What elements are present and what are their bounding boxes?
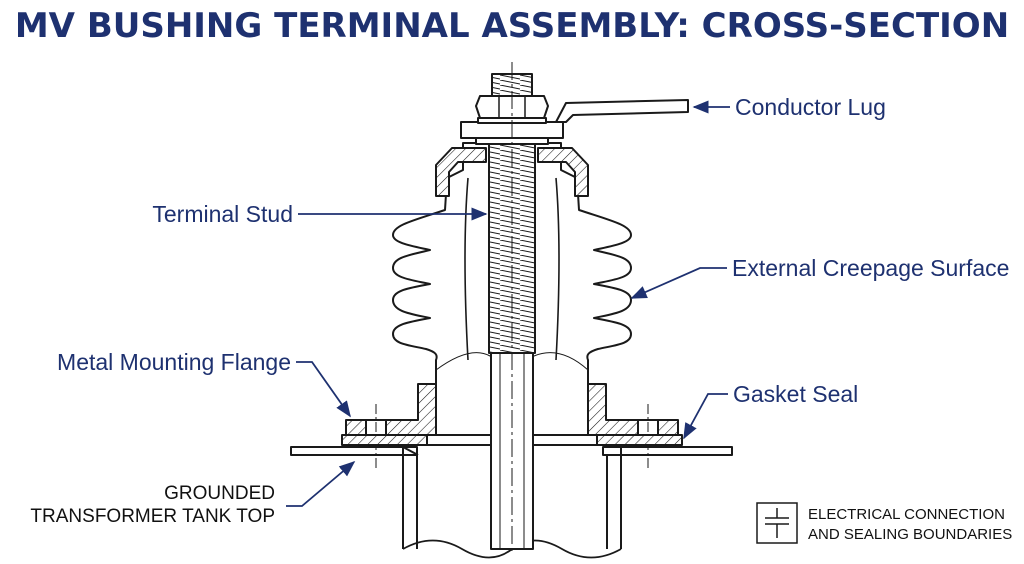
porcelain-insulator-body (392, 142, 632, 384)
top-cap (435, 147, 589, 197)
conductor-lug (555, 99, 689, 123)
label-terminal-stud: Terminal Stud (152, 201, 293, 227)
label-conductor-lug: Conductor Lug (735, 94, 886, 120)
legend-line1: ELECTRICAL CONNECTION (808, 506, 1005, 523)
ground-symbol-icon (765, 508, 789, 538)
label-tank-top-line1: GROUNDED (164, 483, 275, 504)
terminal-stud (488, 137, 536, 550)
leader-lines (286, 100, 730, 507)
tank-top-plate (290, 446, 733, 456)
label-metal-mounting-flange: Metal Mounting Flange (57, 349, 291, 375)
label-external-creepage: External Creepage Surface (732, 255, 1009, 281)
label-gasket-seal: Gasket Seal (733, 381, 858, 407)
label-tank-top-line2: TRANSFORMER TANK TOP (30, 506, 275, 527)
legend-line2: AND SEALING BOUNDARIES (808, 526, 1012, 543)
legend-box: ELECTRICAL CONNECTION AND SEALING BOUNDA… (756, 502, 1012, 544)
page-title: MV BUSHING TERMINAL ASSEMBLY: CROSS-SECT… (15, 6, 1009, 46)
